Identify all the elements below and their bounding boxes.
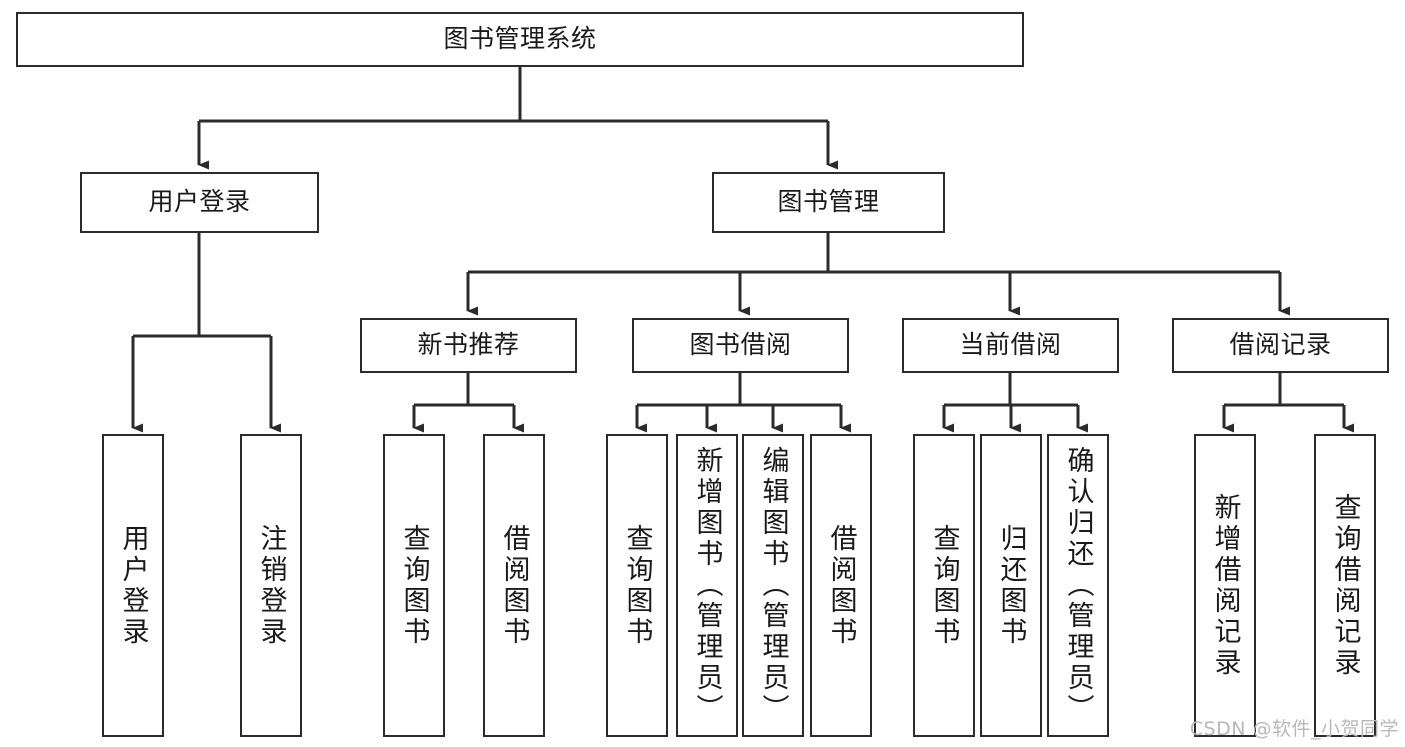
- leaf-borrow-query-book-label: 查询图书: [621, 523, 653, 648]
- node-new-book-recommend[interactable]: 新书推荐: [360, 318, 577, 373]
- leaf-new-book-query-label: 查询图书: [398, 523, 430, 648]
- leaf-user-login-login[interactable]: 用户登录: [102, 434, 164, 737]
- leaf-new-book-borrow[interactable]: 借阅图书: [483, 434, 545, 737]
- leaf-new-book-borrow-label: 借阅图书: [498, 523, 530, 648]
- leaf-current-confirm-return[interactable]: 确认归还（管理员）: [1047, 434, 1109, 737]
- leaf-borrow-edit-book-label: 编辑图书（管理员）: [757, 446, 789, 725]
- leaf-current-query-book-label: 查询图书: [928, 523, 960, 648]
- leaf-records-add-record[interactable]: 新增借阅记录: [1194, 434, 1256, 737]
- node-root-system-label: 图书管理系统: [443, 24, 597, 54]
- node-book-borrow-label: 图书借阅: [689, 330, 792, 360]
- csdn-watermark: CSDN @软件_小贺同学: [1189, 718, 1399, 740]
- node-user-login[interactable]: 用户登录: [80, 172, 319, 233]
- leaf-borrow-edit-book[interactable]: 编辑图书（管理员）: [742, 434, 804, 737]
- node-new-book-recommend-label: 新书推荐: [417, 330, 520, 360]
- node-current-borrow[interactable]: 当前借阅: [902, 318, 1119, 373]
- leaf-records-query-record-label: 查询借阅记录: [1329, 492, 1361, 679]
- node-borrow-records[interactable]: 借阅记录: [1172, 318, 1389, 373]
- leaf-borrow-borrow-book-label: 借阅图书: [825, 523, 857, 648]
- node-borrow-records-label: 借阅记录: [1229, 330, 1332, 360]
- leaf-borrow-add-book-label: 新增图书（管理员）: [691, 446, 723, 725]
- node-book-management-label: 图书管理: [777, 187, 880, 217]
- leaf-current-query-book[interactable]: 查询图书: [913, 434, 975, 737]
- node-book-management[interactable]: 图书管理: [712, 172, 945, 233]
- leaf-new-book-query[interactable]: 查询图书: [383, 434, 445, 737]
- leaf-records-query-record[interactable]: 查询借阅记录: [1314, 434, 1376, 737]
- leaf-current-return-book-label: 归还图书: [995, 523, 1027, 648]
- leaf-borrow-add-book[interactable]: 新增图书（管理员）: [676, 434, 738, 737]
- node-user-login-label: 用户登录: [148, 187, 251, 217]
- leaf-current-return-book[interactable]: 归还图书: [980, 434, 1042, 737]
- leaf-borrow-borrow-book[interactable]: 借阅图书: [810, 434, 872, 737]
- leaf-user-login-logout-label: 注销登录: [255, 523, 287, 648]
- leaf-borrow-query-book[interactable]: 查询图书: [606, 434, 668, 737]
- node-root-system[interactable]: 图书管理系统: [16, 12, 1024, 67]
- node-current-borrow-label: 当前借阅: [959, 330, 1062, 360]
- leaf-current-confirm-return-label: 确认归还（管理员）: [1062, 446, 1094, 725]
- leaf-user-login-logout[interactable]: 注销登录: [240, 434, 302, 737]
- leaf-user-login-login-label: 用户登录: [117, 523, 149, 648]
- node-book-borrow[interactable]: 图书借阅: [632, 318, 849, 373]
- leaf-records-add-record-label: 新增借阅记录: [1209, 492, 1241, 679]
